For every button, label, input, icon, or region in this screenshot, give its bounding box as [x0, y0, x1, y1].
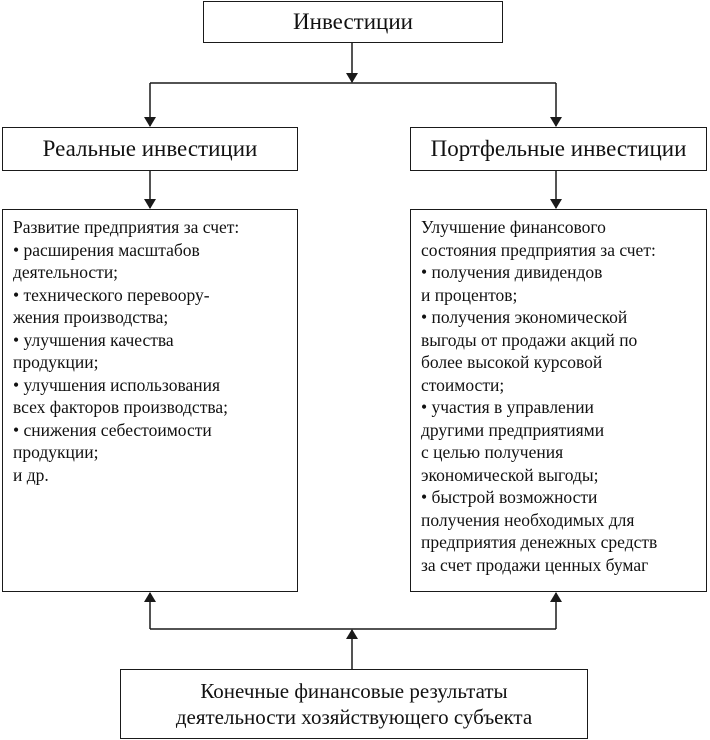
final-results-line-1: Конечные финансовые результаты [200, 679, 508, 703]
list-line: другими предприятиями [421, 419, 605, 440]
list-line: получения необходимых для [421, 509, 635, 530]
list-line: • улучшения использования [13, 374, 221, 395]
portfolio-investments-goals-box: Улучшение финансового состояния предприя… [410, 209, 707, 592]
list-line: • снижения себестоимости [13, 419, 212, 440]
list-line: более высокой курсовой [421, 352, 603, 372]
real-investments-label: Реальные инвестиции [42, 136, 258, 161]
list-line: продукции; [13, 442, 99, 462]
list-line: всех факторов производства; [13, 397, 228, 417]
list-line: предприятия денежных средств [421, 532, 658, 552]
investments-box: Инвестиции [203, 1, 503, 43]
list-line: и процентов; [421, 284, 518, 305]
list-line: Улучшение финансового [421, 217, 606, 237]
final-results-line-2: деятельности хозяйствующего субъекта [175, 705, 533, 729]
list-line: и др. [13, 464, 49, 485]
final-results-box: Конечные финансовые результаты деятельно… [120, 669, 588, 739]
real-investments-goals-box: Развитие предприятия за счет: • расширен… [2, 209, 298, 592]
list-line: выгоды от продажи акций по [421, 329, 638, 350]
list-line: • участия в управлении [421, 397, 594, 417]
list-line: за счет продажи ценных бумаг [421, 554, 649, 575]
list-line: деятельности; [13, 262, 119, 282]
list-line: экономической выгоды; [421, 464, 599, 485]
list-line: продукции; [13, 352, 99, 372]
list-line: жения производства; [13, 307, 169, 327]
list-line: • быстрой возможности [421, 487, 598, 507]
list-line: • получения экономической [421, 307, 628, 327]
investments-label: Инвестиции [293, 9, 413, 34]
portfolio-investments-label: Портфельные инвестиции [430, 136, 687, 161]
list-line: с целью получения [421, 442, 564, 462]
portfolio-investments-box: Портфельные инвестиции [410, 127, 707, 171]
list-line: состояния предприятия за счет: [421, 239, 656, 260]
list-line: • технического перевоору- [13, 284, 210, 305]
list-line: Развитие предприятия за счет: [13, 217, 240, 237]
list-line: • расширения масштабов [13, 239, 200, 260]
list-line: стоимости; [421, 374, 505, 395]
list-line: • улучшения качества [13, 329, 174, 350]
list-line: • получения дивидендов [421, 262, 603, 282]
real-investments-box: Реальные инвестиции [2, 127, 298, 171]
